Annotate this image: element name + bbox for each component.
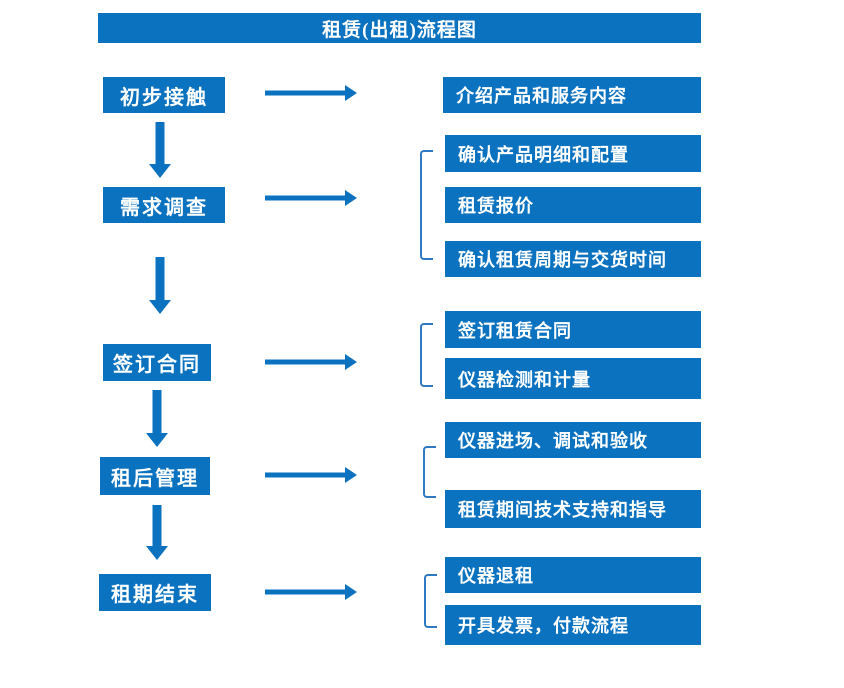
bracket-demand-survey-group (420, 150, 433, 260)
page-title: 租赁(出租)流程图 (322, 19, 477, 41)
down-arrow-icon-2 (149, 257, 171, 314)
detail-instrument-testing-calibration: 仪器检测和计量 (445, 358, 701, 399)
step-rental-period-end: 租期结束 (99, 574, 211, 611)
step-demand-survey: 需求调查 (103, 187, 225, 223)
down-arrow-icon-1 (149, 122, 171, 178)
step-post-rental-management: 租后管理 (100, 457, 210, 495)
step-sign-contract: 签订合同 (103, 344, 211, 381)
detail-introduce-products-services: 介绍产品和服务内容 (443, 77, 701, 113)
bracket-post-rental-group (423, 446, 436, 498)
down-arrow-icon-3 (146, 390, 168, 447)
step-initial-contact: 初步接触 (103, 77, 225, 113)
right-arrow-icon-5 (265, 584, 357, 600)
title-bar: 租赁(出租)流程图 (98, 13, 701, 43)
detail-confirm-rental-period-delivery: 确认租赁周期与交货时间 (445, 241, 701, 277)
detail-instrument-entry-commissioning-acceptance: 仪器进场、调试和验收 (445, 422, 701, 458)
detail-sign-rental-contract: 签订租赁合同 (445, 311, 701, 348)
down-arrow-icon-4 (146, 505, 168, 560)
right-arrow-icon-3 (265, 354, 357, 370)
detail-invoice-payment-process: 开具发票，付款流程 (445, 605, 701, 645)
right-arrow-icon-4 (265, 467, 357, 483)
right-arrow-icon-2 (265, 190, 357, 206)
detail-rental-technical-support-guidance: 租赁期间技术支持和指导 (445, 490, 701, 528)
bracket-rental-end-group (424, 574, 437, 628)
detail-confirm-product-details-config: 确认产品明细和配置 (445, 135, 701, 172)
detail-rental-quote: 租赁报价 (445, 187, 701, 223)
bracket-sign-contract-group (420, 323, 433, 387)
right-arrow-icon-1 (265, 85, 357, 101)
detail-instrument-return: 仪器退租 (445, 557, 701, 593)
